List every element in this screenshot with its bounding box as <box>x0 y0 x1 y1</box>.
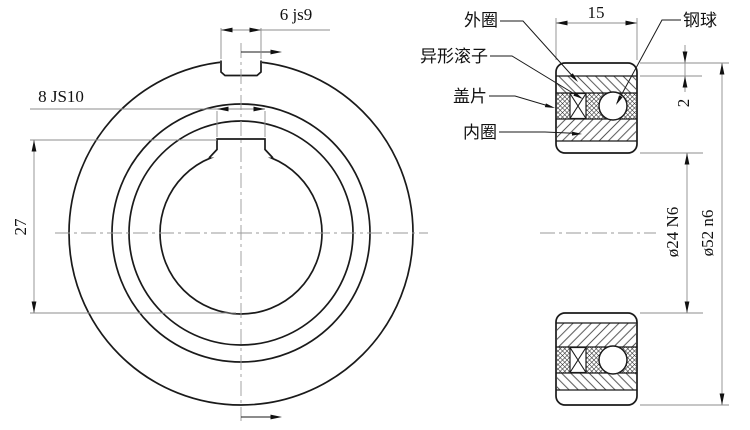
dim-arrow-top <box>31 140 37 152</box>
ext-line <box>640 152 703 314</box>
band-lines-top <box>556 75 637 142</box>
dim-text-bore-dia: ø24 N6 <box>663 207 682 258</box>
front-view: 6 js9 8 JS10 27 <box>11 5 428 421</box>
label-inner-ring: 内圈 <box>463 123 497 142</box>
label-steel-ball: 钢球 <box>683 11 717 30</box>
dim-text-keyway-height: 27 <box>11 218 30 236</box>
leader-shaped-roller <box>490 55 582 99</box>
dim-outer-keyway-width: 6 js9 <box>220 5 330 59</box>
inner-ring-hatch-bottom <box>557 323 636 347</box>
dim-arrow-bottom <box>31 301 37 313</box>
leader-inner-ring <box>499 131 580 134</box>
part-labels: 外圈 异形滚子 盖片 内圈 钢球 <box>420 11 717 142</box>
section-arrow-bottom <box>270 414 282 420</box>
dim-width-15: 15 <box>555 3 638 60</box>
shaped-roller-x-top <box>569 93 587 119</box>
dim-keyway-height: 27 <box>11 139 236 314</box>
dim-arrow-right <box>625 20 637 26</box>
steel-ball-bottom <box>598 345 628 375</box>
section-outline-top <box>555 62 638 154</box>
section-arrow-top <box>270 49 282 55</box>
dim-arrow-left <box>217 106 229 112</box>
dim-arrow-left <box>556 20 568 26</box>
leader-outer-ring <box>500 20 577 81</box>
dim-edge-2: 2 <box>640 45 702 107</box>
inner-ring-hatch-top <box>557 119 636 141</box>
ext-line <box>555 18 638 60</box>
label-outer-ring: 外圈 <box>464 11 498 30</box>
dim-arrow-right <box>249 27 261 33</box>
ext-line <box>220 28 262 59</box>
dim-arrow-top <box>719 63 725 75</box>
leader-steel-ball <box>616 19 681 104</box>
ext-line <box>30 139 236 314</box>
section-top-half <box>555 62 638 154</box>
bore-keyway <box>208 138 274 159</box>
dim-text-bore-keyway: 8 JS10 <box>38 87 84 106</box>
ext-line <box>640 62 729 406</box>
dim-text-outer-dia: ø52 n6 <box>698 210 717 257</box>
leader-cover-plate <box>489 95 553 108</box>
label-shaped-roller: 异形滚子 <box>420 47 488 66</box>
leader-arrow-cover-plate <box>544 103 556 110</box>
dim-arrow-top <box>684 153 690 165</box>
section-cut-arrows <box>241 49 282 420</box>
dim-arrow-bottom <box>684 301 690 313</box>
dim-arrow-down <box>682 51 688 63</box>
outer-ring-hatch-bottom <box>557 373 636 390</box>
dim-arrow-right <box>253 106 265 112</box>
section-bottom-half <box>555 312 638 406</box>
dim-text-edge: 2 <box>674 99 693 108</box>
steel-ball-top <box>598 91 628 121</box>
dim-bore-keyway-width: 8 JS10 <box>30 87 266 137</box>
centerlines <box>55 43 428 421</box>
dim-bore-dia: ø24 N6 <box>640 152 703 314</box>
dim-arrow-bottom <box>719 393 725 405</box>
dim-arrow-up <box>682 76 688 88</box>
dim-outer-dia: ø52 n6 <box>640 62 729 406</box>
ext-line <box>216 111 266 137</box>
dim-text-width: 15 <box>588 3 605 22</box>
section-outline-bottom <box>555 312 638 406</box>
section-view: 15 2 ø24 N6 <box>420 3 729 406</box>
label-cover-plate: 盖片 <box>453 87 487 106</box>
dim-arrow-left <box>221 27 233 33</box>
shaped-roller-x-bottom <box>569 347 587 373</box>
dim-text-outer-keyway: 6 js9 <box>280 5 313 24</box>
band-lines-bottom <box>556 322 637 391</box>
